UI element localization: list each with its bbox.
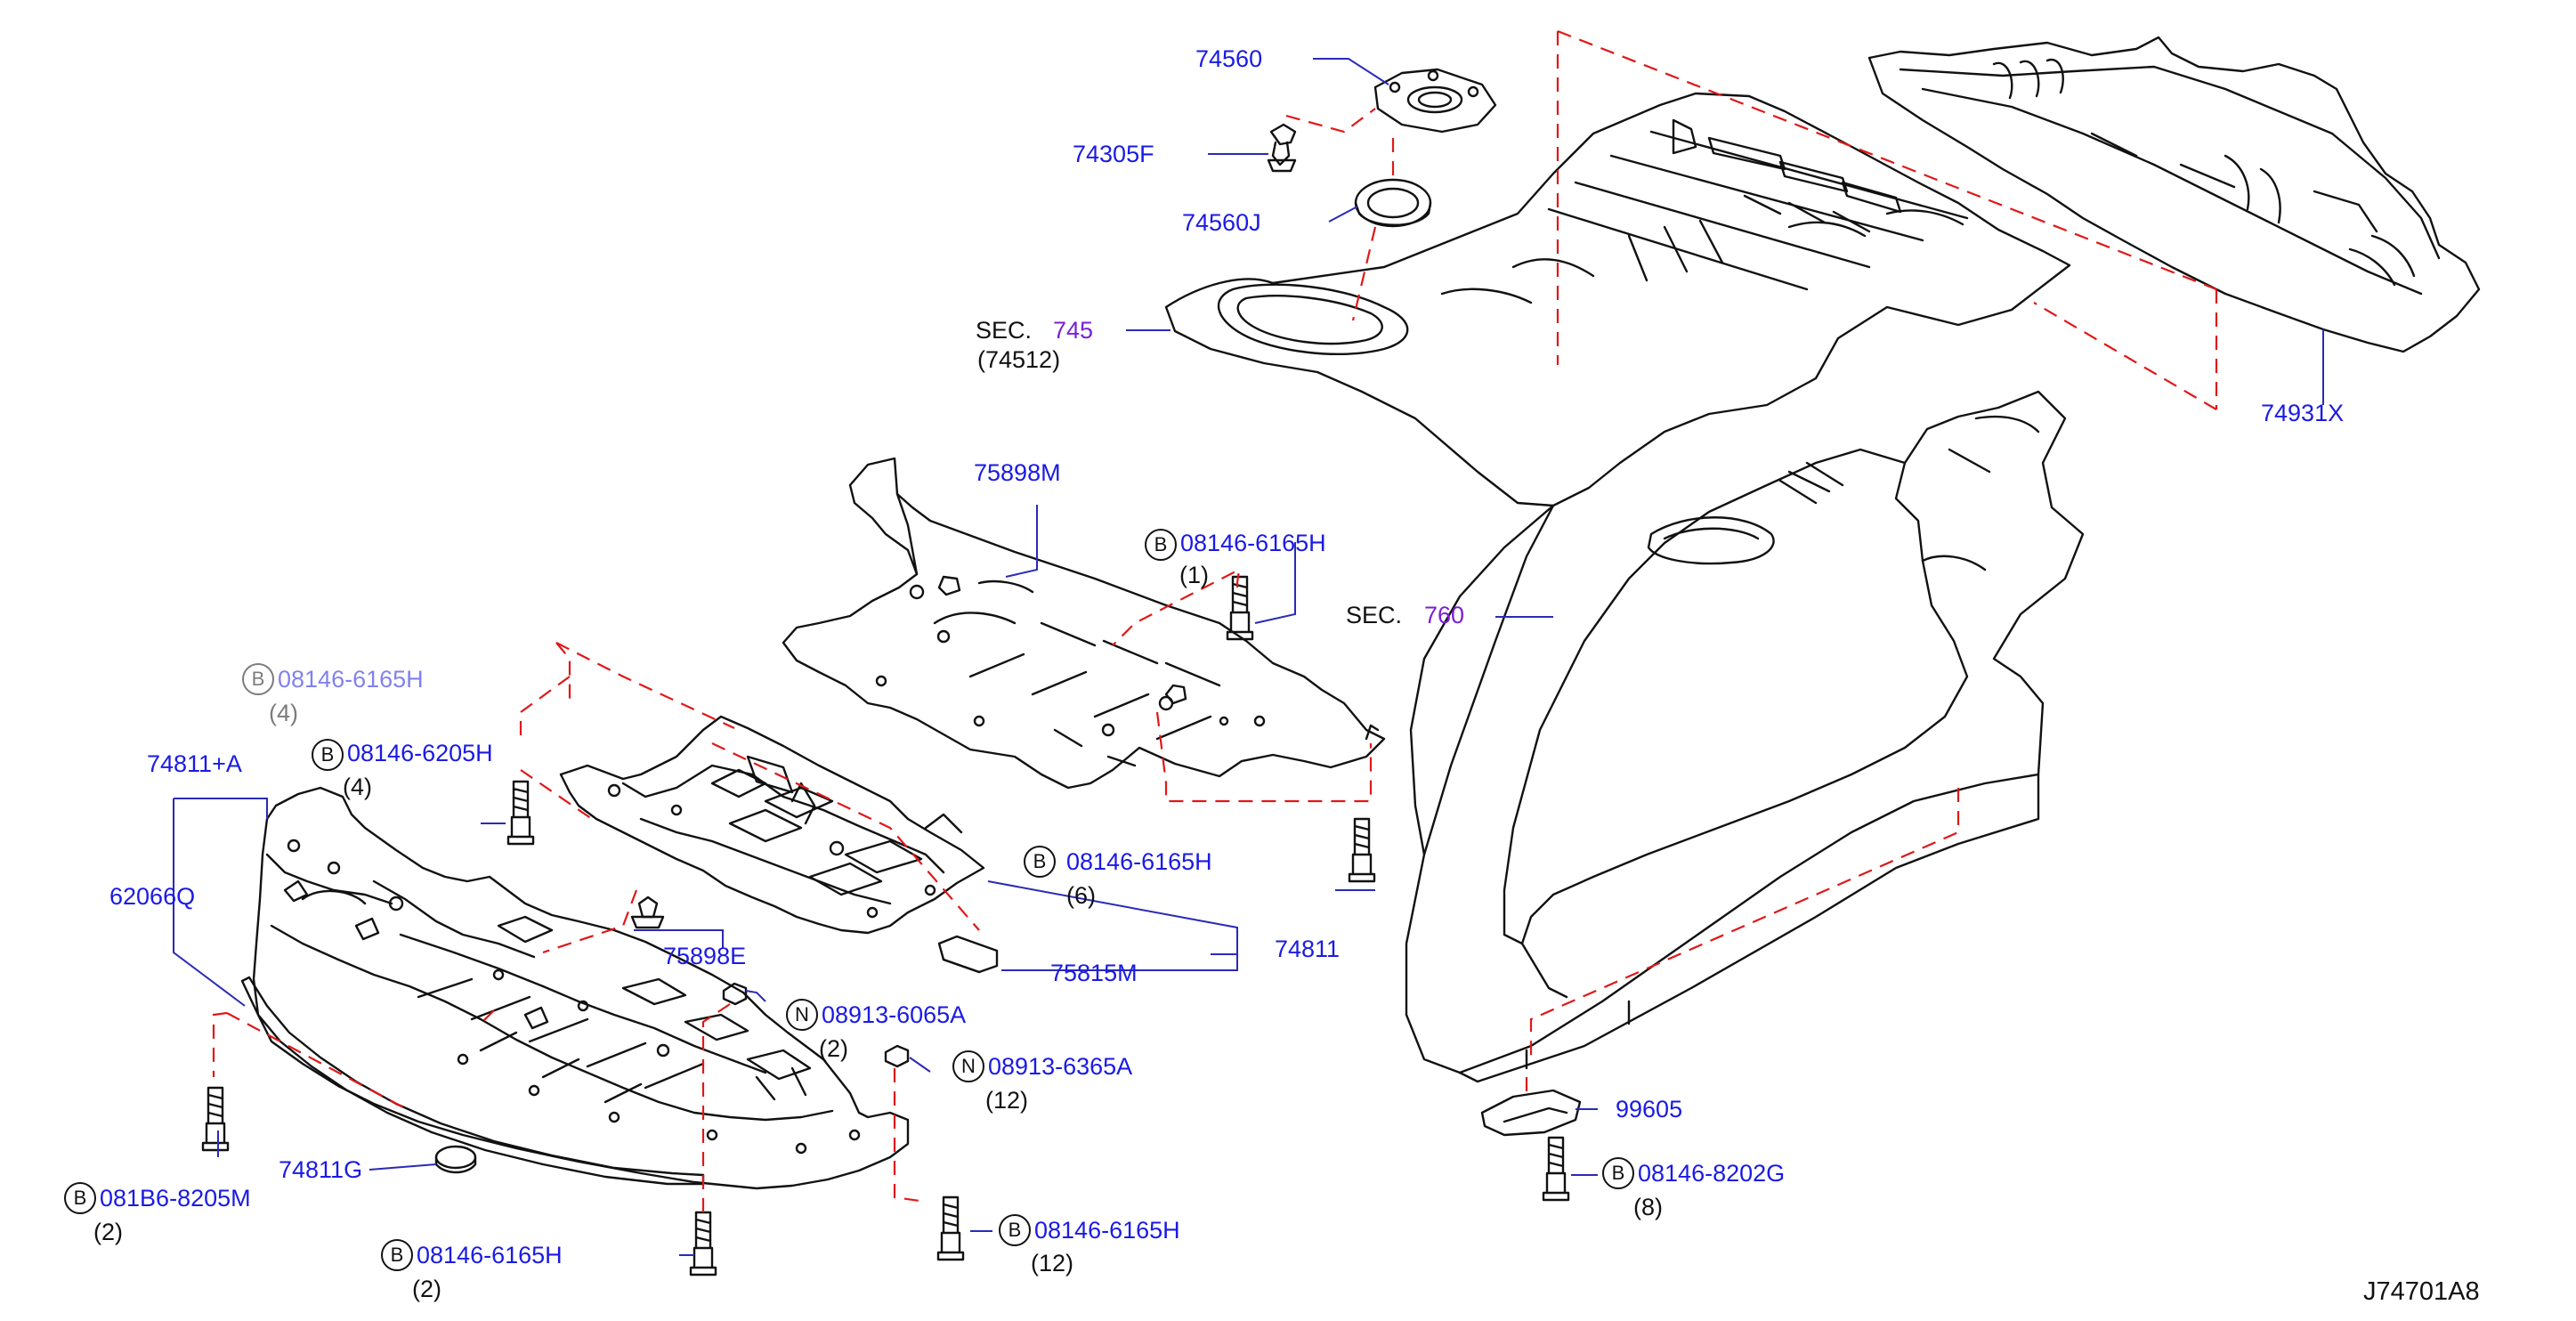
part-08913-6365A[interactable]: 08913-6365A: [988, 1053, 1133, 1080]
section-745-link[interactable]: 745: [1053, 317, 1094, 344]
section-760-prefix: SEC.: [1346, 602, 1403, 628]
nut-badge-1: N: [786, 999, 818, 1031]
section-745-prefix: SEC.: [976, 317, 1033, 344]
part-08146-8202G[interactable]: 08146-8202G: [1638, 1160, 1786, 1187]
bolt-badge-8: B: [381, 1239, 413, 1271]
nut-08913-6365A: [884, 1044, 910, 1068]
bolt-badge-10: B: [1602, 1157, 1634, 1189]
bracket-99605: [1480, 1089, 1582, 1137]
callout-74811[interactable]: 74811: [1275, 936, 1341, 962]
part-08146-6165H-6[interactable]: 08146-6165H: [1066, 848, 1212, 875]
bracket-75815M: [937, 935, 999, 974]
callout-62066Q[interactable]: 62066Q: [109, 883, 196, 910]
nut-08913-6065A: [722, 982, 748, 1006]
clip-74305F: [1267, 123, 1297, 173]
part-08146-6165H-1[interactable]: 08146-6165H: [1180, 530, 1326, 556]
callout-99605[interactable]: 99605: [1616, 1096, 1683, 1122]
nut-badge-2: N: [952, 1050, 984, 1082]
phantom-lines: [212, 29, 2218, 1215]
leader-lines: [173, 58, 2324, 1256]
qty-08913-6065A: (2): [819, 1035, 848, 1062]
callout-74931X[interactable]: 74931X: [2261, 400, 2345, 426]
bolt-badge-4: B: [242, 663, 274, 695]
qty-08146-6165H-1: (1): [1179, 562, 1209, 588]
part-081B6-8205M[interactable]: 081B6-8205M: [100, 1185, 251, 1212]
part-08146-6165H-4[interactable]: 08146-6165H: [278, 666, 424, 693]
grommet-74560: [1373, 68, 1497, 134]
qty-08146-8202G: (8): [1633, 1194, 1663, 1220]
bolt-badge-9: B: [999, 1214, 1031, 1246]
qty-08146-6165H-2: (2): [412, 1276, 441, 1302]
callout-75898M[interactable]: 75898M: [974, 459, 1061, 486]
upper-undercover-75898M: [782, 457, 1386, 790]
section-745-sub: (74512): [977, 346, 1061, 373]
qty-08146-6165H-4: (4): [269, 700, 298, 726]
grommet-74811G: [434, 1145, 477, 1174]
qty-08913-6365A: (12): [985, 1087, 1029, 1114]
qty-081B6-8205M: (2): [93, 1219, 123, 1245]
rear-side-member: [1405, 390, 2085, 1083]
qty-08146-6205H: (4): [343, 774, 372, 800]
rear-insulator-74931X: [1867, 36, 2481, 353]
callout-75815M[interactable]: 75815M: [1050, 960, 1138, 986]
callout-74811pA[interactable]: 74811+A: [147, 750, 242, 777]
bolt-badge-3: B: [312, 739, 344, 771]
callout-74305F[interactable]: 74305F: [1073, 141, 1154, 167]
middle-undercover-74811: [559, 715, 985, 935]
section-760-link[interactable]: 760: [1424, 602, 1465, 628]
callout-74560J[interactable]: 74560J: [1182, 209, 1261, 236]
front-undercover-74811A: [252, 786, 910, 1190]
part-08146-6205H[interactable]: 08146-6205H: [347, 740, 493, 766]
qty-08146-6165H-6: (6): [1066, 882, 1096, 909]
part-08913-6065A[interactable]: 08913-6065A: [822, 1001, 967, 1028]
part-08146-6165H-2[interactable]: 08146-6165H: [417, 1242, 563, 1268]
seal-ring-74560J: [1354, 178, 1432, 228]
clip-75898E: [630, 896, 665, 929]
rear-floor-panel: [1164, 92, 2071, 507]
bolt-shapes: [201, 575, 1570, 1276]
bolt-badge-2: B: [1024, 846, 1056, 878]
callout-74811G[interactable]: 74811G: [279, 1156, 363, 1183]
bolt-badge-1: B: [1145, 529, 1177, 561]
callout-75898E[interactable]: 75898E: [663, 943, 747, 969]
diagram-code: J74701A8: [2363, 1277, 2480, 1306]
bolt-badge-7: B: [64, 1182, 96, 1214]
qty-08146-6165H-12: (12): [1031, 1250, 1074, 1276]
callout-74560[interactable]: 74560: [1195, 45, 1263, 72]
part-08146-6165H-12[interactable]: 08146-6165H: [1034, 1217, 1180, 1244]
